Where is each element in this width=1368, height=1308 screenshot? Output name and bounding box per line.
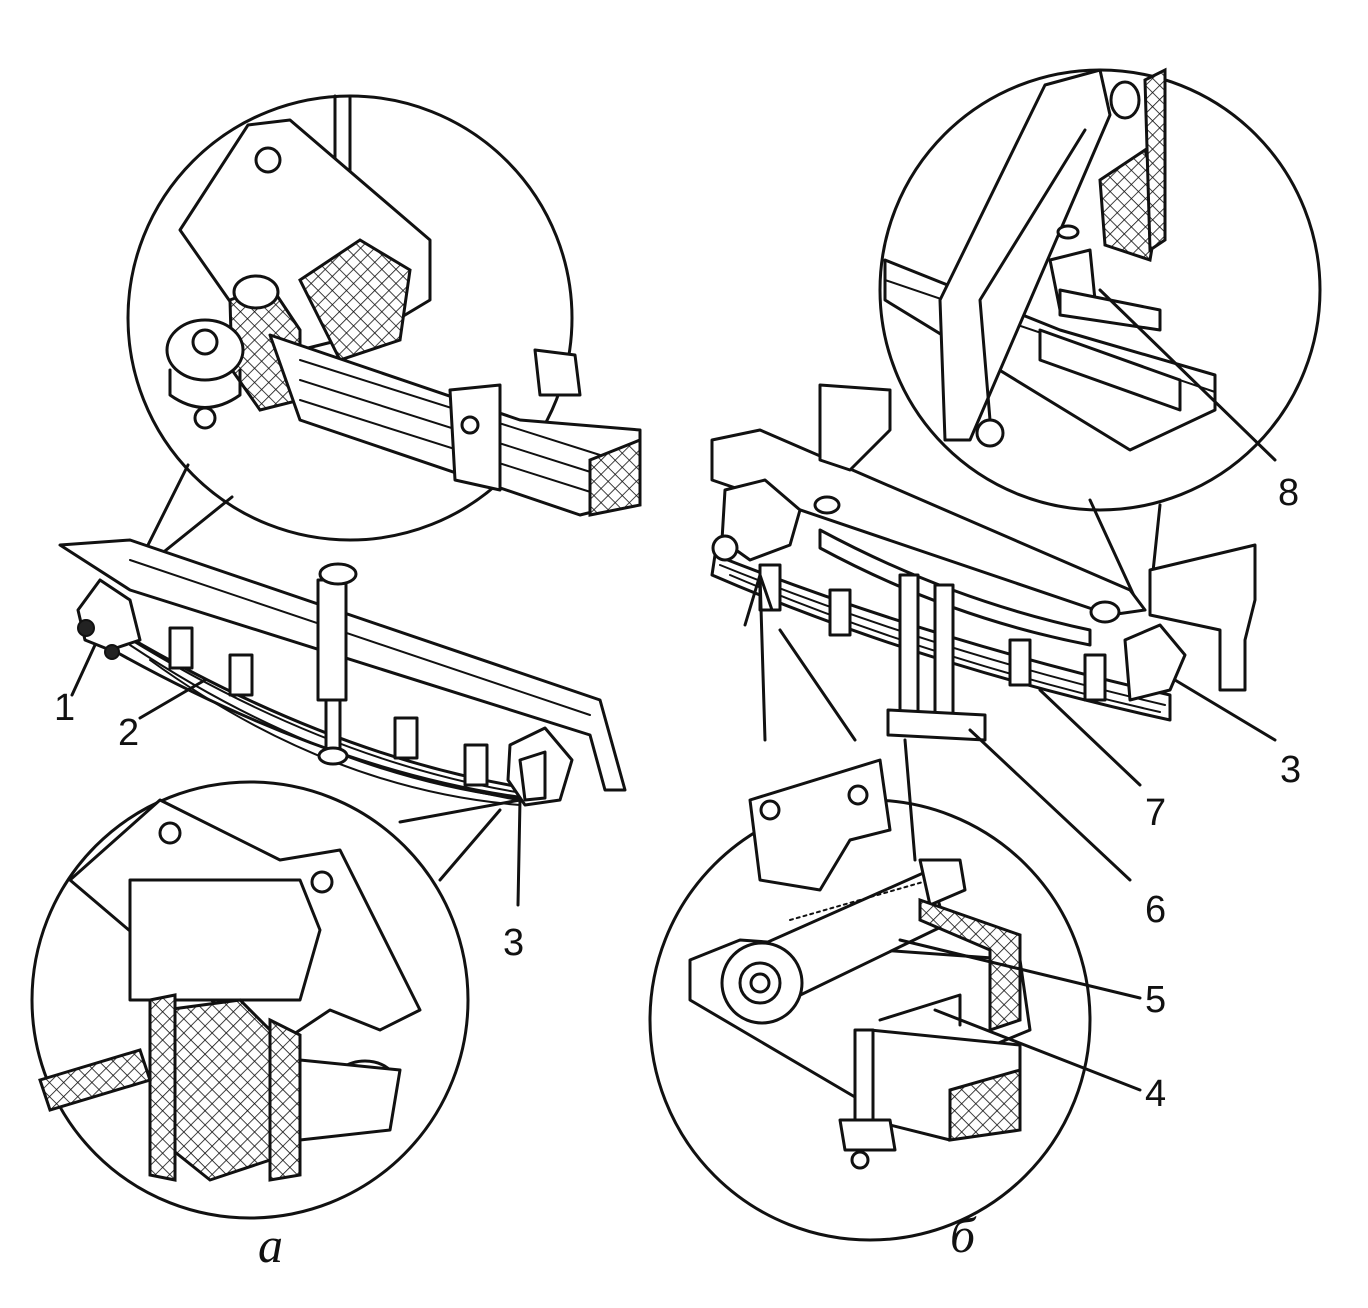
detail-circle-front-eye-b xyxy=(648,738,1142,1242)
callout-7: 7 xyxy=(1145,792,1166,834)
callout-4: 4 xyxy=(1145,1073,1166,1115)
callout-2: 2 xyxy=(118,712,139,754)
panel-label-b: б xyxy=(950,1207,977,1263)
leaf-spring-assembly-a xyxy=(58,538,627,907)
callout-5: 5 xyxy=(1145,979,1166,1021)
panel-a: 1 2 3 а xyxy=(30,94,642,1273)
detail-circle-front-bracket-a xyxy=(126,94,642,567)
callout-8: 8 xyxy=(1278,472,1299,514)
callout-1: 1 xyxy=(54,687,75,729)
leaf-spring-assembly-b xyxy=(710,383,1277,882)
panel-b: 3 7 6 5 4 8 б xyxy=(648,67,1322,1263)
callout-3-b: 3 xyxy=(1280,749,1301,791)
detail-circle-slider-end-b xyxy=(878,67,1322,602)
detail-circle-rear-bracket-a xyxy=(30,780,470,1220)
callout-6: 6 xyxy=(1145,889,1166,931)
callout-3-a: 3 xyxy=(503,922,524,964)
panel-label-a: а xyxy=(258,1217,283,1273)
